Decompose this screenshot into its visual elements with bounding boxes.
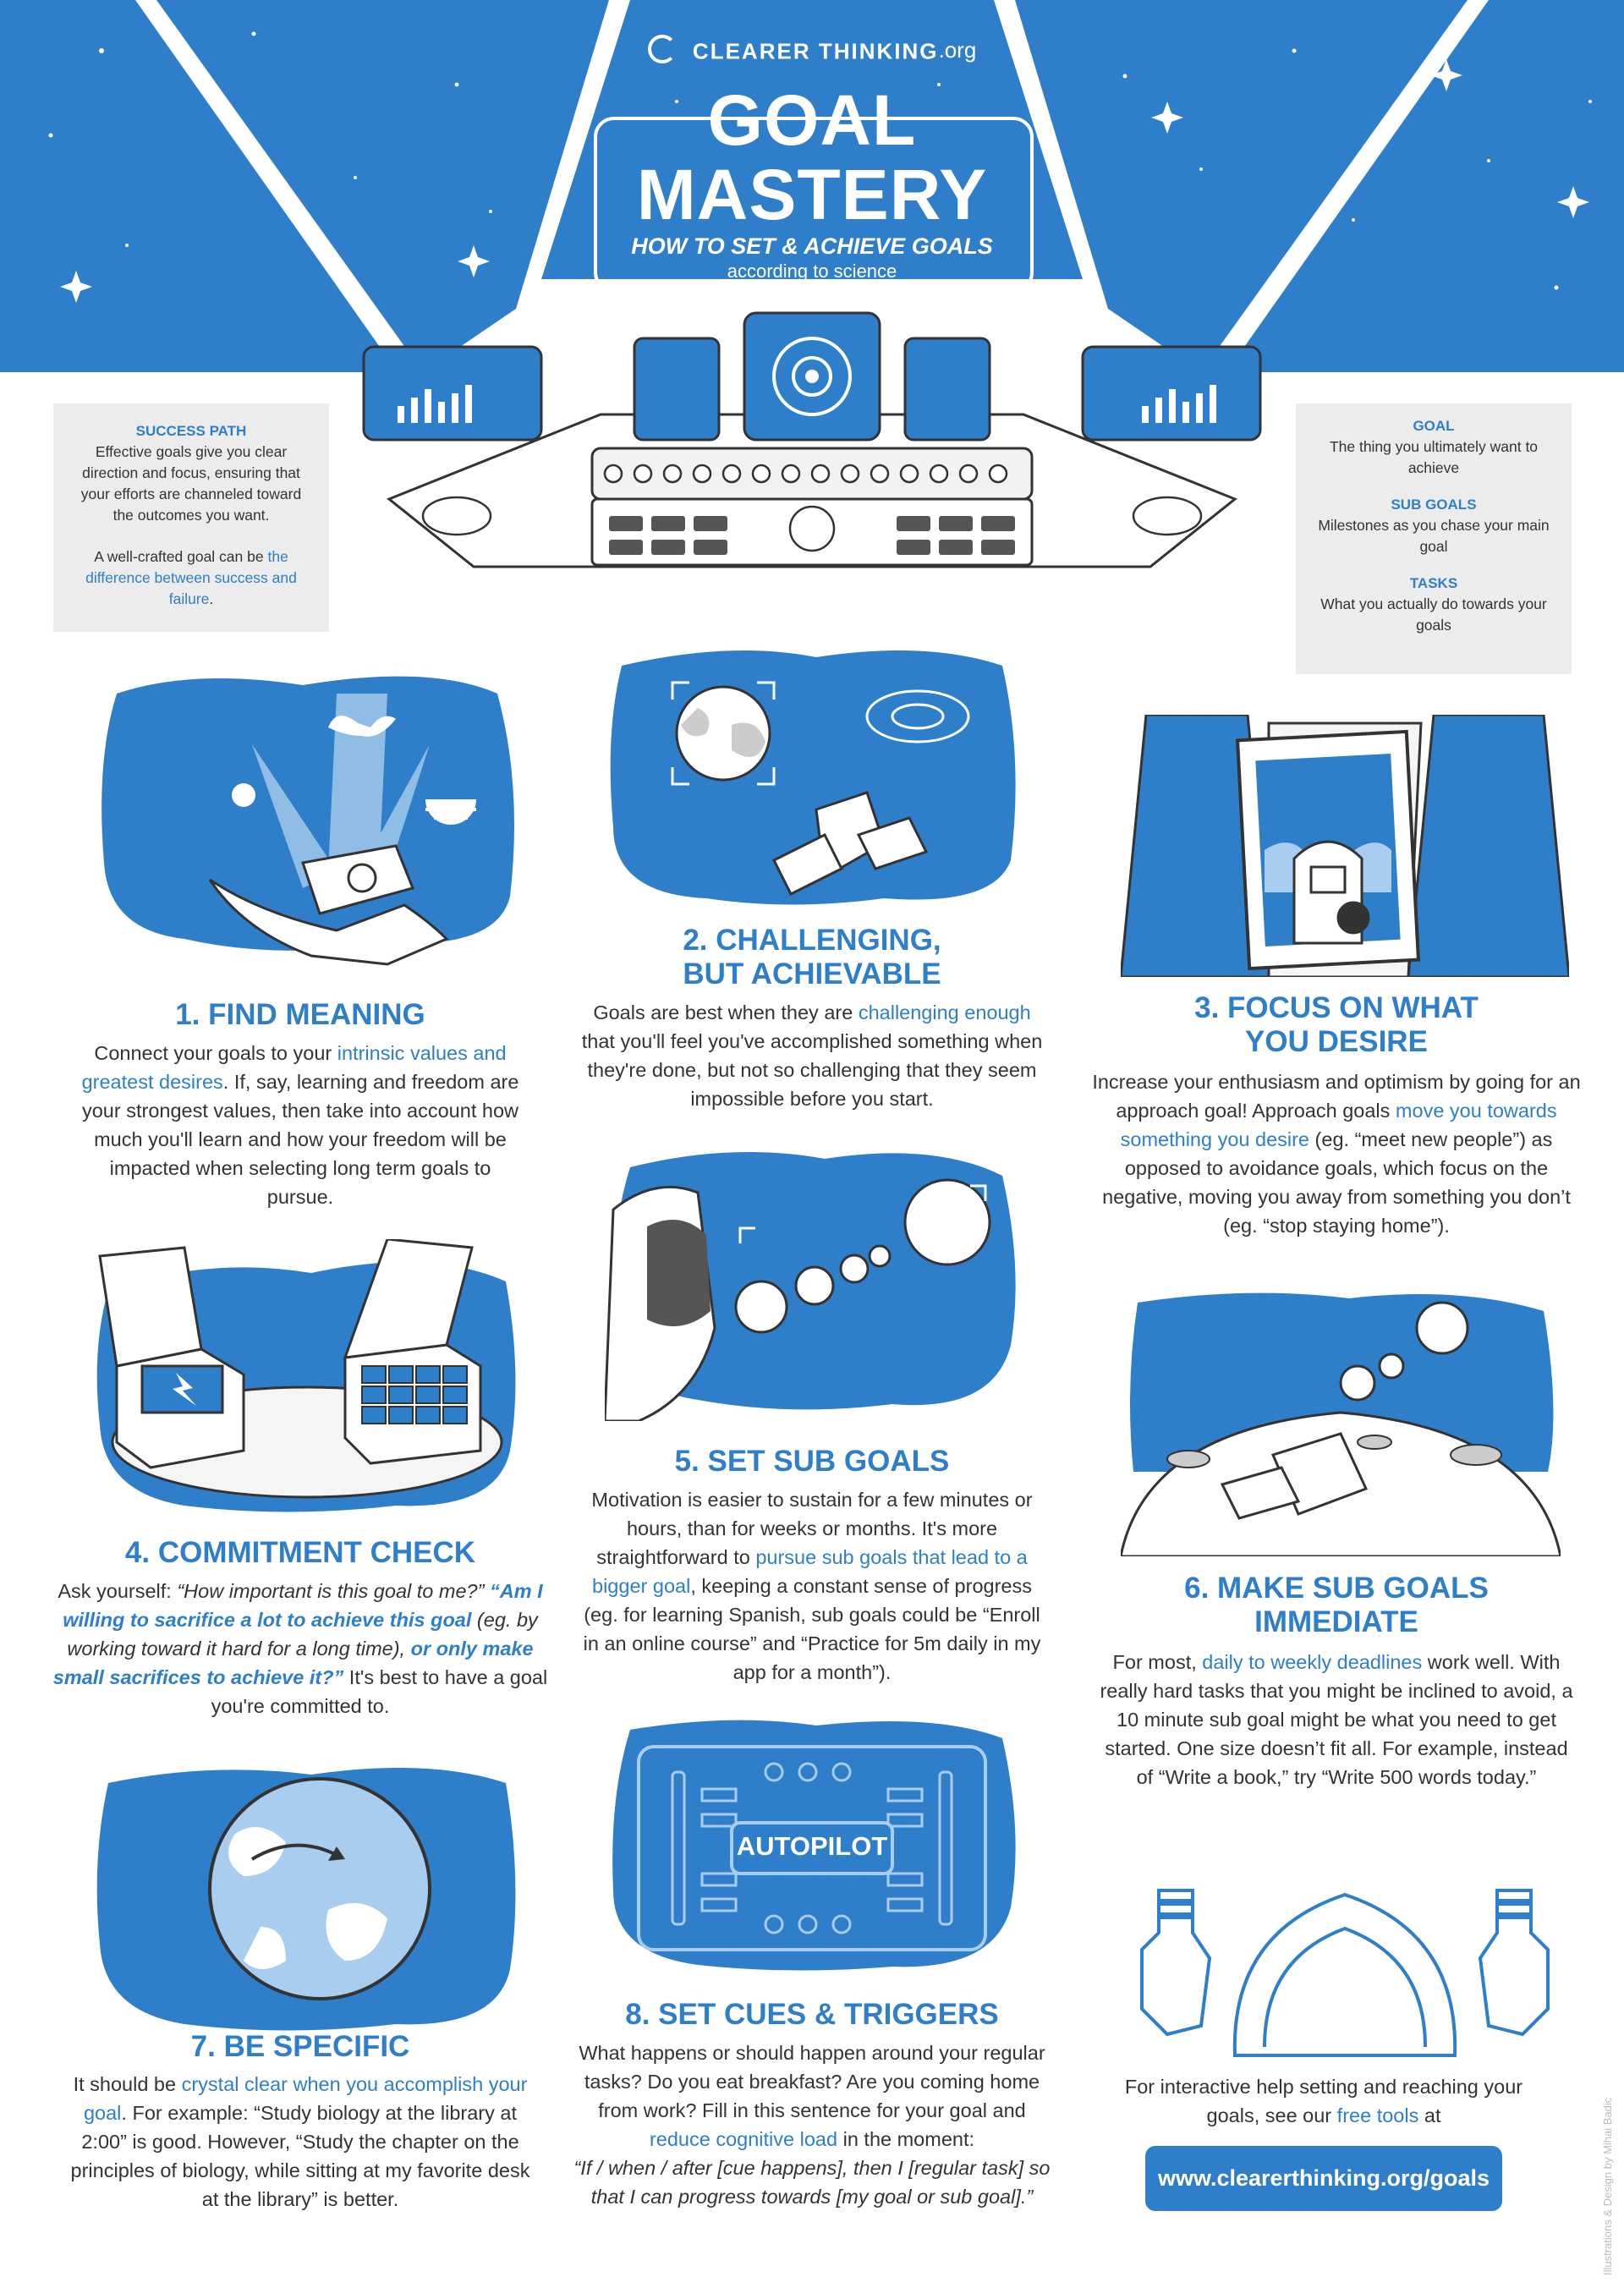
section-6-title-line-2: IMMEDIATE [1254,1605,1418,1638]
brand-suffix: .org [938,37,977,63]
cta-free-tools-link[interactable]: free tools [1336,2104,1419,2126]
title-subtitle-2: according to science [727,261,897,282]
definition-desc: What you actually do towards your goals [1320,595,1547,634]
section-8-body: What happens or should happen around you… [572,2038,1052,2211]
section-7-text: It should be [73,2073,182,2095]
success-path-text: Effective goals give you clear direction… [80,443,302,524]
section-6-body: For most, daily to weekly deadlines work… [1100,1648,1573,1791]
brand-name: CLEARER THINKING [692,38,939,64]
section-2-title-line-2: BUT ACHIEVABLE [683,957,941,990]
definition-term: GOAL [1413,418,1455,434]
window-pane-center [541,0,1083,279]
section-4-text-2: It's best to have a goal you're committe… [211,1666,548,1717]
section-1-body: Connect your goals to your intrinsic val… [80,1039,520,1211]
section-1-text: Connect your goals to your [94,1042,337,1064]
section-2-text: Goals are best when they are [593,1001,859,1023]
section-3-highlight: move you towards something you desire [1120,1100,1557,1150]
section-6-text: For most, [1112,1651,1203,1673]
definition-sub-goals: SUB GOALS Milestones as you chase your m… [1316,494,1551,557]
section-5-body: Motivation is easier to sustain for a fe… [575,1485,1049,1687]
success-path-text-2-pre: A well-crafted goal can be [94,548,268,565]
section-8-template: “If / when / after [cue happens], then I… [573,2157,1051,2208]
section-7-title: 7. BE SPECIFIC [190,2030,410,2063]
section-7-body: It should be crystal clear when you acco… [68,2070,533,2214]
window-pane-right-inner [1015,0,1468,372]
window-pane-right-outer [1226,0,1624,372]
section-8-text-2: in the moment: [837,2128,975,2150]
cta-text: For interactive help setting and reachin… [1116,2072,1531,2130]
definition-term: SUB GOALS [1391,497,1477,513]
illustration-immediate [1121,1292,1561,1556]
success-path-text-2: A well-crafted goal can be the differenc… [74,546,309,610]
autopilot-label: AUTOPILOT [736,1831,888,1861]
definition-goal: GOAL The thing you ultimately want to ac… [1316,415,1551,479]
window-pane-left-outer [0,0,398,372]
success-path-box: SUCCESS PATH Effective goals give you cl… [53,403,329,632]
illustration-sub-goals [605,1152,1016,1421]
section-6-title-line-1: 6. MAKE SUB GOALS [1184,1572,1489,1605]
illustration-credit: Illustrations & Design by Mihai Badic [1601,2098,1618,2275]
section-7-highlight: crystal clear when you accomplish your g… [83,2073,528,2124]
definitions-box: GOAL The thing you ultimately want to ac… [1296,403,1572,674]
section-8-highlight: reduce cognitive load [649,2128,838,2150]
clearer-thinking-logo-icon [647,35,677,64]
section-4-body: Ask yourself: “How important is this goa… [51,1577,550,1720]
section-2-body: Goals are best when they are challenging… [575,998,1049,1113]
section-3-body: Increase your enthusiasm and optimism by… [1084,1067,1588,1240]
section-3-title-line-2: YOU DESIRE [1245,1025,1428,1058]
section-3-text-2: (eg. “meet new people”) as opposed to av… [1102,1128,1571,1237]
definition-tasks: TASKS What you actually do towards your … [1316,573,1551,636]
illustration-commitment-check [96,1239,516,1512]
section-5-text: Motivation is easier to sustain for a fe… [591,1489,1033,1568]
definition-term: TASKS [1409,575,1458,591]
header-space-background [0,0,1624,372]
section-2-title-line-1: 2. CHALLENGING, [683,924,941,957]
section-4-aside: (eg. by working toward it hard for a lon… [67,1609,538,1660]
illustration-challenging [610,650,1016,905]
section-1-text-2: . If, say, learning and freedom are your… [81,1071,519,1208]
title-subtitle: HOW TO SET & ACHIEVE GOALS [631,233,993,259]
brand-logo-line[interactable]: CLEARER THINKING.org [0,35,1624,66]
section-1-highlight: intrinsic values and greatest desires [81,1042,507,1093]
title-line-2: MASTERY [636,155,988,234]
illustration-focus-desire [1121,715,1569,977]
cta-text-post: at [1418,2104,1441,2126]
illustration-find-meaning [102,676,514,966]
section-3-text: Increase your enthusiasm and optimism by… [1092,1071,1581,1122]
section-4-highlight: “Am I willing to sacrifice a lot to achi… [63,1580,543,1631]
success-path-heading: SUCCESS PATH [135,423,247,439]
section-1-title: 1. FIND MEANING [175,998,425,1031]
illustration-autopilot [612,1720,1016,1971]
section-4-question: “How important is this goal to me?” [177,1580,485,1602]
section-6-highlight: daily to weekly deadlines [1202,1651,1423,1673]
cockpit-dashboard [362,311,1262,568]
window-pane-left-inner [156,0,609,372]
definition-desc: Milestones as you chase your main goal [1318,517,1550,555]
title-line-1: GOAL [707,80,917,160]
section-4-highlight-2: or only make small sacrifices to achieve… [52,1638,534,1688]
section-6-text-2: work well. With really hard tasks that y… [1100,1651,1573,1788]
section-4-title: 4. COMMITMENT CHECK [124,1536,476,1569]
illustration-helmet-gloves [1140,1889,1550,2057]
section-2-text-2: that you'll feel you've accomplished som… [581,1030,1043,1110]
section-5-text-2: , keeping a constant sense of progress (… [583,1575,1041,1683]
success-path-text-2-post: . [209,590,214,607]
website-url-button[interactable]: www.clearerthinking.org/goals [1145,2146,1502,2211]
section-8-title: 8. SET CUES & TRIGGERS [625,1998,999,2031]
section-2-highlight: challenging enough [858,1001,1031,1023]
section-3-title-line-1: 3. FOCUS ON WHAT [1194,991,1479,1024]
credit-text: Illustrations & Design by Mihai Badic [1601,2097,1614,2275]
stars [48,31,1592,303]
section-4-text: Ask yourself: [58,1580,178,1602]
title-frame [594,117,1034,293]
section-7-text-2: . For example: “Study biology at the lib… [70,2102,530,2210]
success-path-highlight: the difference between success and failu… [85,548,297,607]
section-5-highlight: pursue sub goals that lead to a bigger g… [592,1546,1028,1597]
definition-desc: The thing you ultimately want to achieve [1329,438,1539,476]
section-8-text: What happens or should happen around you… [579,2042,1045,2121]
illustration-be-specific [96,1768,516,2031]
cta-text-pre: For interactive help setting and reachin… [1124,2076,1523,2126]
section-5-title: 5. SET SUB GOALS [674,1445,950,1478]
